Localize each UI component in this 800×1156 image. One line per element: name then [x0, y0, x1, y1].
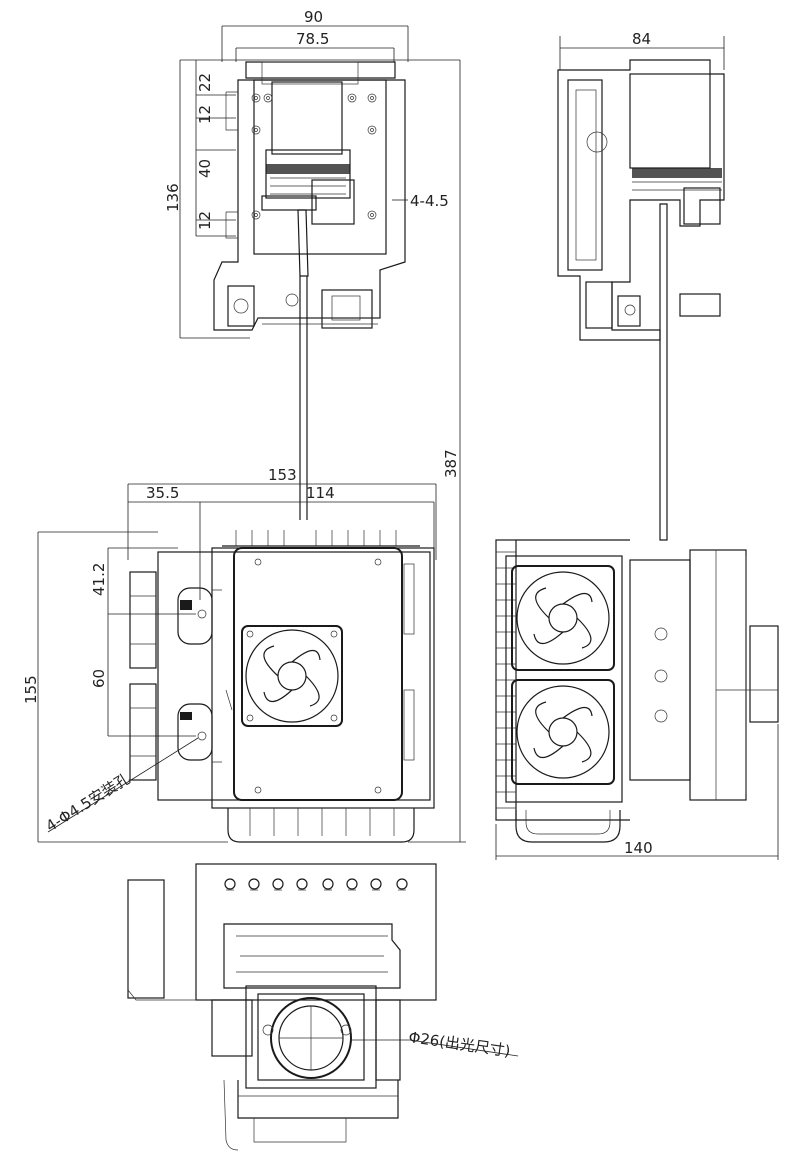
dim-12a: 12	[196, 105, 214, 124]
dim-holes-4-4-5: 4-4.5	[410, 192, 449, 210]
side-view-bottom	[495, 539, 779, 843]
aperture-icon	[270, 997, 352, 1079]
fiber-cable	[299, 276, 308, 520]
note-aperture: Φ26(出光尺寸)	[407, 1028, 511, 1060]
heatsink-fins	[222, 530, 420, 547]
overall-dimension: 387	[408, 60, 466, 843]
bottom-view: Φ26(出光尺寸)	[127, 863, 519, 1151]
fan-icon	[511, 565, 615, 671]
note-mount-holes: 4-Φ4.5安装孔	[43, 769, 134, 835]
side-view-top: 84	[557, 30, 725, 541]
dim-114: 114	[306, 484, 335, 502]
dim-136: 136	[164, 183, 182, 212]
front-view	[129, 530, 435, 843]
dim-width-90: 90	[304, 8, 323, 26]
dim-60: 60	[90, 669, 108, 688]
top-view	[213, 61, 406, 331]
dim-12b: 12	[196, 211, 214, 230]
dim-41-2: 41.2	[90, 563, 108, 596]
screw-icon	[251, 93, 377, 220]
dim-153: 153	[268, 466, 297, 484]
side-view-bottom-dimensions: 140	[495, 724, 779, 860]
dim-140: 140	[624, 839, 653, 857]
front-view-dimensions: 153 114 35.5 155 41.2 60 4-Φ4.5安装孔	[22, 466, 437, 843]
dim-35-5: 35.5	[146, 484, 179, 502]
dim-40: 40	[196, 159, 214, 178]
fan-icon	[511, 679, 615, 785]
pin-icon	[224, 878, 408, 891]
dim-387: 387	[442, 449, 460, 478]
top-view-dimensions: 90 78.5 136 22 12 40 12 4-4.5	[164, 8, 460, 339]
dim-84: 84	[632, 30, 651, 48]
dim-155: 155	[22, 675, 40, 704]
heat-pipes	[227, 808, 415, 843]
dim-width-78-5: 78.5	[296, 30, 329, 48]
fan-icon	[241, 625, 343, 727]
dim-22: 22	[196, 73, 214, 92]
